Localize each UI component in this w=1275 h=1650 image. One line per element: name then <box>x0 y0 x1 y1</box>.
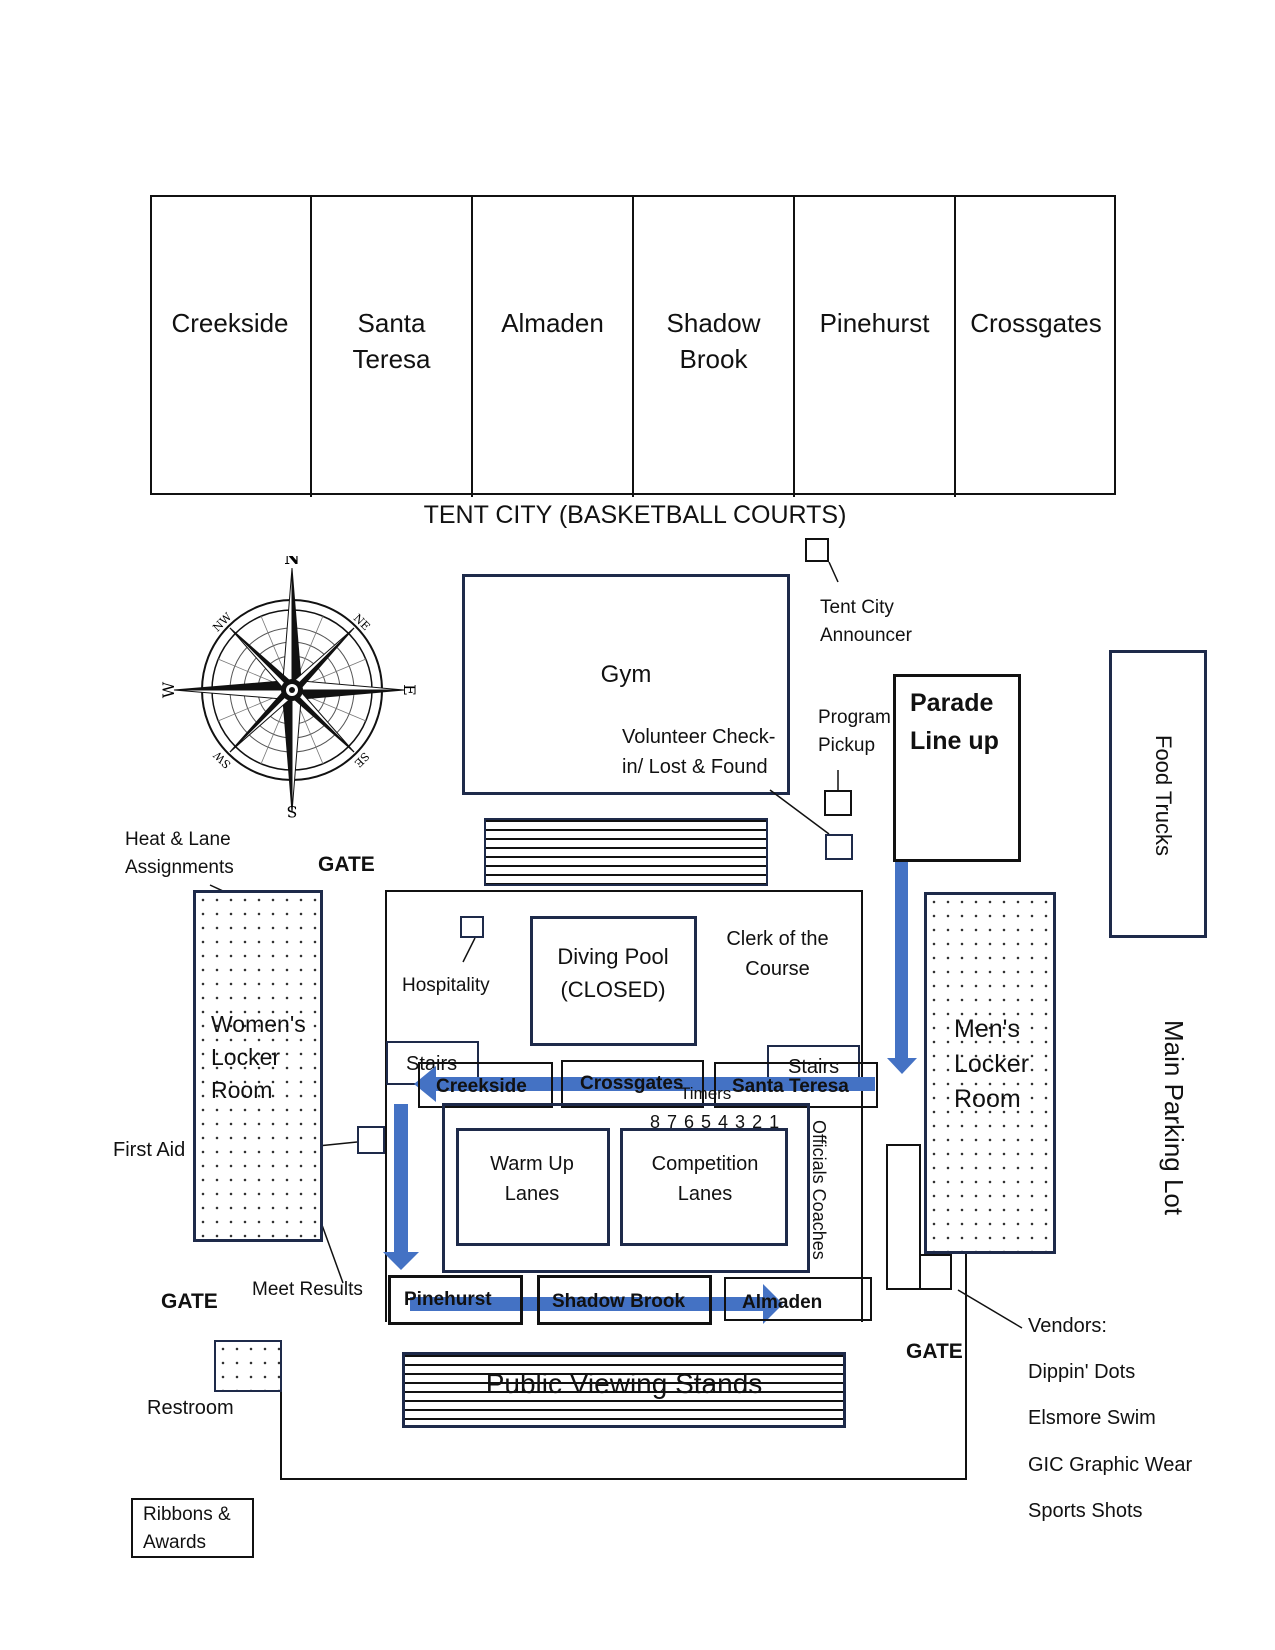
vendors-title: Vendors: <box>1028 1315 1107 1337</box>
parade-lineup-label: Parade Line up <box>910 689 999 755</box>
compass-s: S <box>287 802 298 821</box>
gym-building <box>462 574 790 795</box>
perimeter-line <box>280 1478 967 1480</box>
seating-santa-teresa <box>714 1062 878 1108</box>
mens-locker-label: Men's Locker Room <box>954 1015 1030 1113</box>
seating-creekside-label: Creekside <box>436 1076 527 1097</box>
pool-lanes-frame <box>442 1103 810 1273</box>
public-stands-label: Public Viewing Stands <box>485 1368 763 1399</box>
seating-shadow-brook <box>537 1275 712 1325</box>
compass-n: N <box>284 556 300 569</box>
womens-locker-label: Women's Locker Room <box>211 1011 306 1103</box>
restroom-label: Restroom <box>147 1397 234 1419</box>
perimeter-right-post <box>965 1254 967 1480</box>
food-trucks-area <box>1109 650 1207 938</box>
tent-crossgates: Crossgates <box>956 197 1116 497</box>
first-aid-label: First Aid <box>113 1139 186 1161</box>
ribbons-awards-box <box>131 1498 254 1558</box>
meet-results-label: Meet Results <box>252 1279 363 1300</box>
volunteer-marker <box>825 834 853 860</box>
restroom-area <box>214 1340 282 1392</box>
food-trucks-label: Food Trucks <box>1151 735 1176 857</box>
mens-locker-room <box>924 892 1056 1254</box>
competition-label: Competition Lanes <box>651 1153 759 1205</box>
tent-label: Santa Teresa <box>352 308 431 374</box>
seating-crossgates <box>561 1060 704 1108</box>
hospitality-marker <box>460 916 484 938</box>
seating-almaden-label: Almaden <box>742 1292 823 1313</box>
seating-shadow-brook-label: Shadow Brook <box>552 1291 686 1312</box>
bleachers-top <box>484 818 768 886</box>
compass-w: W <box>159 681 178 698</box>
clerk-of-course-label: Clerk of the Course <box>726 928 829 980</box>
competition-lanes <box>620 1128 788 1246</box>
vendor-item: Sports Shots <box>1028 1500 1143 1522</box>
compass-nw: NW <box>210 610 234 634</box>
parade-lineup-area <box>893 674 1021 862</box>
vendor-stall-top <box>919 1254 952 1256</box>
seating-pinehurst-label: Pinehurst <box>404 1289 492 1310</box>
stairs-right-label: Stairs <box>788 1056 840 1078</box>
vendor-stall-base <box>886 1254 952 1290</box>
lane-numbers: 8 7 6 5 4 3 2 1 <box>650 1112 781 1132</box>
hospitality-label: Hospitality <box>402 975 490 996</box>
program-pickup-label: Program Pickup <box>818 707 891 756</box>
seating-arrow-top <box>430 1077 875 1091</box>
left-arrow-head <box>383 1252 419 1270</box>
volunteer-checkin-label: Volunteer Check-in/ Lost & Found <box>622 726 776 778</box>
tent-label: Almaden <box>501 308 604 338</box>
tent-city-label: TENT CITY (BASKETBALL COURTS) <box>423 501 847 529</box>
gate-right-label: GATE <box>906 1340 963 1363</box>
compass-se: SE <box>352 750 372 770</box>
compass-e: E <box>400 684 419 696</box>
timers-label: Timers <box>680 1085 732 1099</box>
seating-arrow-bottom-head <box>763 1284 783 1324</box>
program-pickup-marker <box>824 790 852 816</box>
seating-almaden <box>724 1277 872 1321</box>
officials-coaches-label: Officials Coaches <box>809 1120 829 1260</box>
main-parking-lot-label: Main Parking Lot <box>1159 1020 1189 1216</box>
first-aid-marker <box>357 1126 385 1154</box>
womens-locker-room <box>193 890 323 1242</box>
gate-top-label: GATE <box>318 853 375 876</box>
tent-label: Pinehurst <box>819 308 930 338</box>
diving-pool-label: Diving Pool (CLOSED) <box>557 944 669 1002</box>
seating-crossgates-label: Crossgates <box>580 1073 684 1094</box>
seating-pinehurst <box>388 1275 523 1325</box>
heat-lane-label: Heat & Lane Assignments <box>125 829 234 878</box>
tent-creekside: Creekside <box>150 197 312 497</box>
vendor-item: Elsmore Swim <box>1028 1407 1156 1429</box>
seating-creekside <box>418 1062 553 1108</box>
warm-up-lanes <box>456 1128 610 1246</box>
vendor-item: Dippin' Dots <box>1028 1361 1136 1383</box>
warm-up-label: Warm Up Lanes <box>490 1153 574 1205</box>
tent-city-announcer-label: Tent City Announcer <box>820 597 912 646</box>
tent-santa-teresa: Santa Teresa <box>312 197 473 497</box>
ribbons-awards-label: Ribbons & Awards <box>143 1504 231 1553</box>
tent-label: Crossgates <box>970 308 1102 338</box>
gate-left-label: GATE <box>161 1290 218 1313</box>
tent-shadow-brook: Shadow Brook <box>634 197 795 497</box>
left-arrow-shaft <box>394 1104 408 1254</box>
tent-pinehurst: Pinehurst <box>795 197 956 497</box>
vendor-item: GIC Graphic Wear <box>1028 1454 1193 1476</box>
compass-ne: NE <box>351 612 373 634</box>
tent-label: Shadow Brook <box>666 308 761 374</box>
parade-arrow-shaft <box>895 862 908 1060</box>
public-viewing-stands <box>402 1352 846 1428</box>
parade-arrow-head <box>887 1058 917 1074</box>
tent-label: Creekside <box>171 308 289 338</box>
seating-santa-teresa-label: Santa Teresa <box>732 1076 849 1097</box>
tent-almaden: Almaden <box>473 197 634 497</box>
perimeter-left-post <box>280 1390 282 1478</box>
diving-pool <box>530 916 697 1046</box>
announcer-marker <box>805 538 829 562</box>
gym-label: Gym <box>600 661 652 688</box>
seating-arrow-bottom <box>410 1297 765 1311</box>
compass-rose-icon: N S E W NE NW SE SW <box>159 556 419 821</box>
